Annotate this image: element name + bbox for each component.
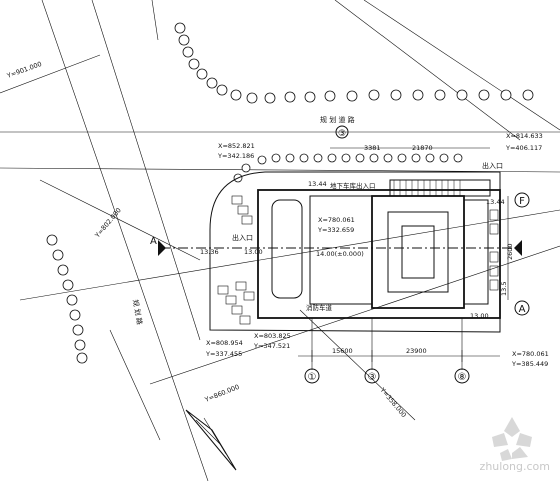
parking-stalls [217, 195, 255, 325]
level-5: 13.44 [486, 198, 505, 206]
side-road-label: 规 划 路 [131, 299, 144, 326]
fire-label: 消防车道 [306, 303, 333, 312]
coord-bot-right-x: X=780.061 [512, 350, 549, 358]
road-label: 规 划 道 路 [320, 115, 355, 124]
svg-text:F: F [519, 196, 525, 207]
entrance-right: 出入口 [482, 161, 503, 170]
axis-y-diag: Y=358.000 [378, 385, 408, 419]
dim-1: 3381 [364, 144, 381, 152]
coord-left-y: Y=337.455 [205, 350, 242, 358]
dim-3: 15600 [332, 347, 353, 355]
entrance-left: 出入口 [232, 233, 253, 242]
level-3: 13.00 [244, 248, 263, 256]
watermark-text: zhulong.com [479, 460, 550, 473]
building-blocks [271, 195, 489, 309]
tree-row-top [233, 153, 463, 183]
coord-bot-left-y: Y=347.521 [253, 342, 290, 350]
section-mark-left: A [150, 236, 157, 247]
building-outline [257, 189, 501, 319]
level-7: 13.5 [500, 282, 508, 296]
coord-left-x: X=808.954 [206, 339, 243, 347]
axis-bubble-8: ⑧ [454, 368, 470, 384]
tree-row-left [46, 234, 88, 364]
dim-4: 23900 [406, 347, 427, 355]
svg-text:A: A [519, 304, 526, 315]
coord-top-left-y: Y=342.186 [217, 152, 254, 160]
coord-top-right-x: X=814.633 [506, 132, 543, 140]
garage-ramp-hatch [389, 179, 491, 197]
watermark-logo [492, 417, 532, 461]
level-2: 13.36 [200, 248, 219, 256]
axis-bubble-1: ① [304, 368, 320, 384]
svg-text:⑧: ⑧ [458, 372, 467, 383]
coord-top-left-x: X=852.821 [218, 142, 255, 150]
right-side-parking [489, 209, 499, 291]
svg-text:③: ③ [338, 129, 346, 139]
north-arrow-icon [185, 409, 237, 471]
dimension-lines [298, 147, 509, 370]
level-1: 13.44 [308, 180, 327, 188]
coord-bot-left-x: X=803.825 [254, 332, 291, 340]
garage-label: 地下车库出入口 [330, 181, 376, 190]
axis-y-bot: Y=860.000 [203, 383, 241, 404]
tree-row-curve [174, 22, 534, 104]
coord-inner-x: X=780.061 [318, 216, 355, 224]
level-6: 13.00 [470, 312, 489, 320]
section-line-a [158, 240, 522, 256]
svg-text:①: ① [308, 372, 317, 383]
axis-bubble-f: F [514, 192, 530, 208]
coord-bot-right-y: Y=385.449 [511, 360, 548, 368]
level-4: 14.00(±0.000) [316, 250, 364, 258]
svg-text:③: ③ [368, 372, 377, 383]
dim-2: 21870 [412, 144, 433, 152]
axis-bubble-3: ③ [364, 368, 380, 384]
axis-y-top: Y=901.000 [5, 60, 43, 80]
coord-inner-y: Y=332.659 [317, 226, 354, 234]
dim-5: 2600 [506, 243, 514, 260]
coord-top-right-y: Y=406.117 [505, 144, 542, 152]
site-boundary [209, 171, 501, 333]
axis-bubble-3-top: ③ [335, 125, 349, 139]
axis-y-mid: Y=802.000 [93, 206, 123, 240]
axis-bubble-a: A [514, 300, 530, 316]
